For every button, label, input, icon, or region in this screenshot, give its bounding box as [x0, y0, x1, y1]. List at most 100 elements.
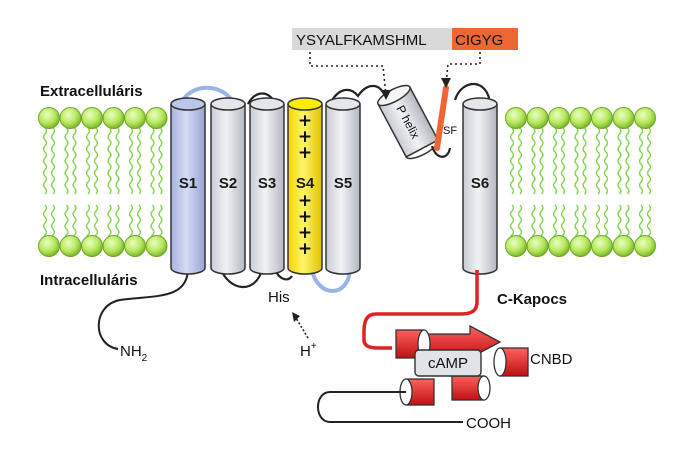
- lipid-tail: [136, 127, 142, 195]
- lipid-head: [124, 235, 146, 257]
- lipid-head: [548, 107, 570, 129]
- sequence-pointers: [309, 52, 481, 97]
- s4-charge: +: [298, 143, 312, 163]
- lipid-head: [591, 235, 613, 257]
- lipid-tail: [531, 127, 536, 195]
- lipid-tail: [50, 127, 56, 195]
- segment-label-s1: S1: [179, 175, 197, 192]
- lipid-tail: [625, 127, 630, 195]
- lipid-tail: [595, 127, 601, 195]
- lipid-head: [526, 235, 549, 257]
- lipid-tail: [158, 204, 163, 242]
- lipid-tail: [646, 204, 652, 242]
- selectivity-filter: [434, 85, 449, 151]
- lipid-tail: [93, 204, 99, 242]
- lipid-tail: [531, 204, 536, 242]
- lipid-tail: [115, 204, 120, 242]
- lipid-tail: [574, 204, 579, 242]
- lipid-tail: [158, 127, 163, 195]
- lipid-head: [634, 235, 656, 257]
- lipid-head: [145, 235, 168, 257]
- proton-label: H+: [300, 341, 317, 360]
- segment-label-s5: S5: [334, 175, 352, 192]
- lipid-head: [59, 235, 82, 257]
- lipid-tail: [136, 204, 142, 242]
- segment-s5: S5: [325, 97, 361, 275]
- cnbd-label: CNBD: [530, 351, 573, 368]
- lipid-head: [59, 107, 82, 129]
- nh2-label: NH2: [120, 343, 148, 364]
- sf-label: SF: [443, 125, 457, 137]
- lipid-tail: [509, 127, 515, 195]
- lipid-head: [124, 107, 146, 129]
- lipid-tail: [625, 204, 630, 242]
- lipid-tail: [539, 127, 544, 195]
- lipid-tail: [509, 204, 515, 242]
- lipid-tail: [72, 204, 77, 242]
- lipid-tail: [517, 204, 523, 242]
- s4-charge: +: [298, 127, 312, 147]
- lipid-head: [81, 107, 103, 129]
- p-helix: P helix: [377, 84, 439, 160]
- lipid-tail: [93, 127, 99, 195]
- lipid-tail: [539, 204, 544, 242]
- lipid-tail: [617, 127, 622, 195]
- sequence-highlight-box: [452, 28, 518, 50]
- camp-box: [414, 349, 482, 377]
- membrane-right: [505, 107, 656, 257]
- lipid-tail: [552, 204, 558, 242]
- lipid-head: [548, 235, 570, 257]
- lipid-head: [526, 107, 549, 129]
- lipid-tail: [638, 127, 644, 195]
- segment-s2: S2: [210, 97, 246, 275]
- segment-label-s4: S4: [296, 175, 315, 192]
- lipid-head: [38, 235, 60, 257]
- proton-arrow: [295, 317, 309, 339]
- lipid-tail: [64, 204, 69, 242]
- segment-label-s2: S2: [219, 175, 237, 192]
- lipid-tail: [574, 127, 579, 195]
- segment-s6: S6: [462, 97, 498, 275]
- lipid-tail: [638, 204, 644, 242]
- sequence-main-text: YSYALFKAMSHML: [296, 32, 427, 49]
- transmembrane-segments: S1 S2 S3 S4 S5 S6: [170, 97, 498, 275]
- lipid-tail: [560, 204, 566, 242]
- segment-s1: S1: [170, 97, 206, 275]
- lipid-tail: [128, 204, 134, 242]
- segment-label-s6: S6: [471, 175, 489, 192]
- lipid-tail: [646, 127, 652, 195]
- lipid-head: [591, 107, 613, 129]
- lipid-tail: [115, 127, 120, 195]
- lipid-head: [505, 107, 527, 129]
- camp-label: cAMP: [428, 355, 468, 372]
- his-label: His: [268, 289, 290, 306]
- lipid-tail: [582, 204, 587, 242]
- lipid-head: [569, 235, 592, 257]
- c-linker: [362, 270, 479, 350]
- lipid-head: [612, 235, 635, 257]
- lipid-tail: [150, 204, 155, 242]
- lipid-head: [634, 107, 656, 129]
- s4-charge: +: [298, 111, 312, 131]
- lipid-head: [81, 235, 103, 257]
- s4-charges: +++++++: [298, 111, 312, 259]
- lipid-tail: [603, 204, 609, 242]
- n-terminus-line: [97, 267, 189, 350]
- lipid-head: [102, 235, 125, 257]
- s4-charge: +: [298, 239, 312, 259]
- lipid-tail: [582, 127, 587, 195]
- extracellular-label: Extracelluláris: [40, 83, 143, 100]
- lipid-tail: [150, 127, 155, 195]
- sequence-main-box: [292, 28, 452, 50]
- cooh-label: COOH: [466, 415, 511, 432]
- lipid-tail: [64, 127, 69, 195]
- segment-label-s3: S3: [258, 175, 276, 192]
- lipid-head: [505, 235, 527, 257]
- lipid-tail: [42, 204, 48, 242]
- lipid-tail: [595, 204, 601, 242]
- pointer-arrowhead-sf: [441, 78, 451, 88]
- s4-charge: +: [298, 207, 312, 227]
- lipid-head: [38, 107, 60, 129]
- lipid-head: [569, 107, 592, 129]
